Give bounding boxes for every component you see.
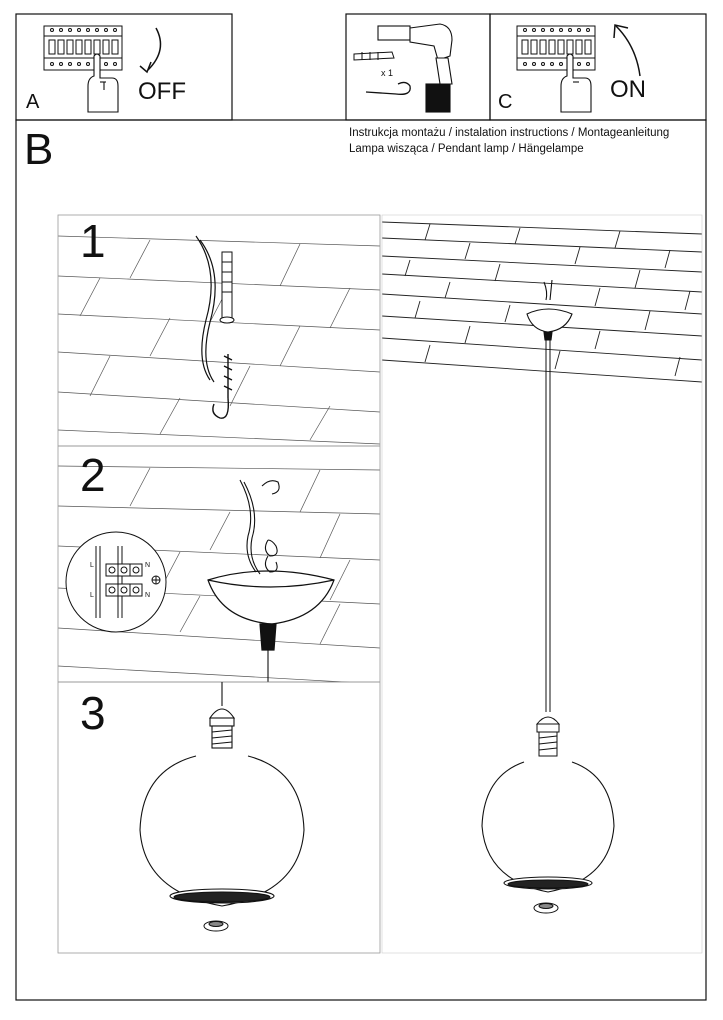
screw-hook-icon [212,354,233,419]
assembled-frame [381,214,703,954]
ceiling-canopy-icon [526,279,573,341]
arrow-down-icon [139,27,162,74]
ceiling-texture [58,235,380,445]
lamp-socket-icon [535,716,561,757]
wire-label-n-top: N [145,562,151,569]
suspension-cable [239,479,280,682]
ceiling-planks [382,221,702,383]
bulb-ring-icon [203,920,229,932]
lamp-socket-icon [208,682,236,749]
step-2-number: 2 [80,449,106,501]
wire-label-l-top: L [90,562,94,569]
header-line-1: Instrukcja montażu / instalation instruc… [349,127,670,139]
hand-pointer-icon [87,53,119,113]
arrow-up-icon [613,24,641,77]
step-1-number: 1 [80,215,106,267]
bulb-ring-icon [533,902,559,914]
fuse-box-on-icon [516,25,596,71]
ceiling-canopy-icon [207,570,335,651]
suspension-cable [545,340,551,712]
step-3-number: 3 [80,687,106,739]
glass-globe-shade [481,761,615,893]
fuse-box-off-icon [43,25,123,71]
drill-line [195,235,216,383]
glass-globe-shade [139,755,305,907]
section-b-letter: B [24,125,54,174]
panel-c-letter: C [498,91,513,113]
wire-label-n-bottom: N [145,592,151,599]
hand-pointer-icon [560,53,592,113]
wall-plug-icon [219,251,235,324]
wall-plug-icon [353,51,395,61]
on-label: ON [610,76,646,103]
header-line-2: Lampa wisząca / Pendant lamp / Hängelamp… [349,143,584,155]
panel-b-frame [15,119,707,1001]
drill-quantity: x 1 [381,68,394,78]
wire-label-l-bottom: L [90,592,94,599]
off-label: OFF [138,78,186,105]
terminal-block-icon [65,531,167,633]
drill-icon [377,23,453,113]
screw-hook-icon [365,81,411,95]
steps-frame [57,214,381,954]
panel-a-letter: A [26,91,40,113]
